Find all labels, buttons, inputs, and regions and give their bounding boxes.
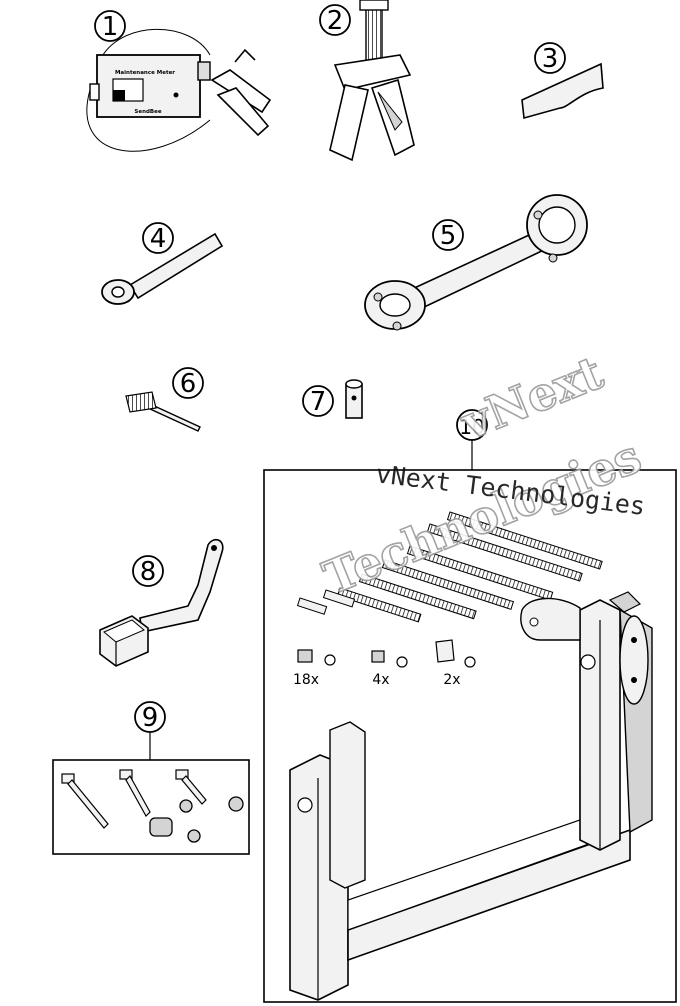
item-3-plate: 3: [521, 42, 604, 120]
callout-2: 2: [327, 6, 344, 36]
stand-bolts: [296, 511, 603, 623]
watermark-line-1: vNext: [453, 345, 611, 451]
callout-1: 1: [102, 12, 119, 42]
item-1-maintenance-meter: 1 Maintenance Meter SendBee: [86, 10, 272, 152]
item-9-frame: [52, 759, 250, 855]
qty-18x: 18x: [293, 672, 319, 688]
callout-5: 5: [440, 221, 457, 251]
callout-10: 10: [459, 415, 484, 439]
item-2-puller: 2: [319, 0, 415, 162]
stand-hardware: 18x 4x 2x: [293, 639, 476, 688]
callout-6: 6: [180, 369, 197, 399]
item-6-pin: 6: [125, 367, 204, 432]
meter-button-icon: [173, 92, 179, 98]
item-7-sleeve: 7: [302, 379, 363, 419]
callout-circle-7: [302, 385, 334, 417]
callout-4: 4: [150, 224, 167, 254]
item-10-stand: 10 18x 4x 2x: [263, 409, 677, 1003]
meter-brand: SendBee: [134, 109, 161, 115]
callout-8: 8: [140, 557, 157, 587]
callout-circle-4: [142, 222, 174, 254]
item-9-bolt-set: 9: [52, 701, 250, 855]
callout-circle-5: [432, 219, 464, 251]
callout-7: 7: [310, 387, 327, 417]
stand-frame: [289, 591, 653, 1001]
callout-circle-6: [172, 367, 204, 399]
callout-circle-1: [94, 10, 126, 42]
callout-9: 9: [142, 703, 159, 733]
item-8-lever: 8: [99, 538, 224, 667]
callout-circle-3: [534, 42, 566, 74]
qty-4x: 4x: [372, 672, 389, 688]
callout-circle-2: [319, 4, 351, 36]
item-4-spanner: 4: [101, 222, 224, 305]
meter-title: Maintenance Meter: [115, 70, 175, 76]
item-5-double-spanner: 5: [364, 194, 588, 331]
callout-3: 3: [542, 44, 559, 74]
callout-circle-8: [132, 555, 164, 587]
qty-2x: 2x: [443, 672, 460, 688]
